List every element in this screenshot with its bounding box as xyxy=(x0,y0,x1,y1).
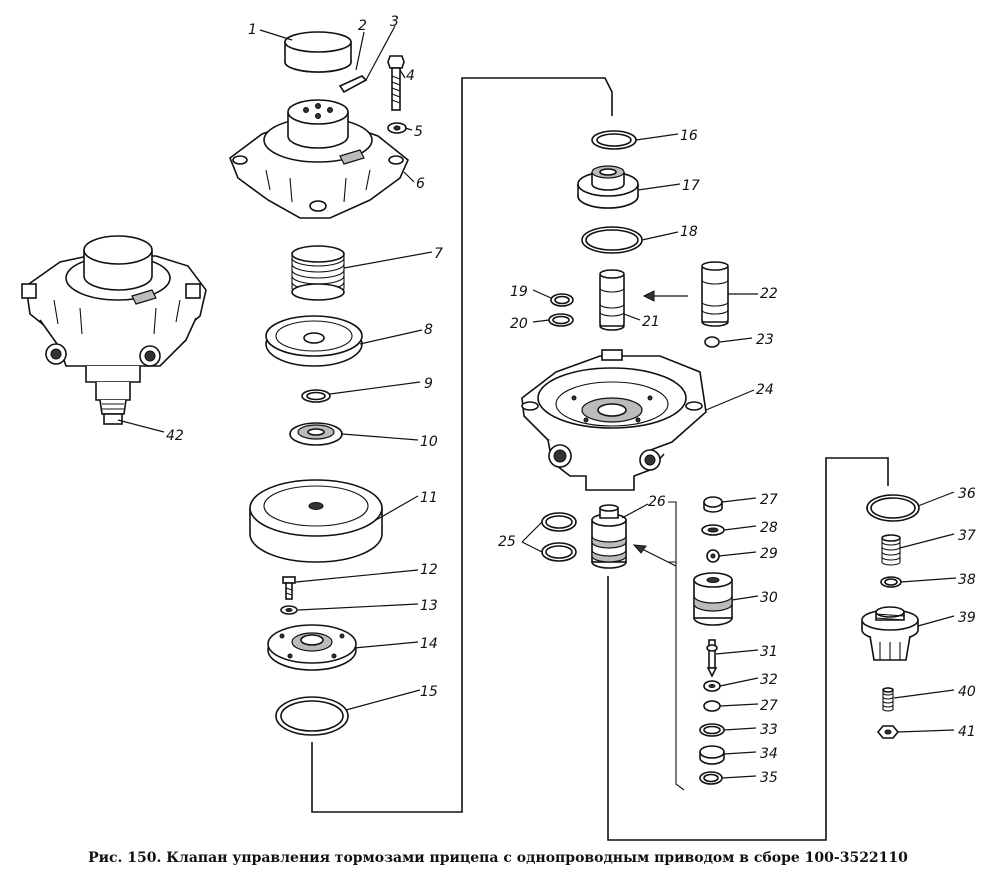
part-41-nut xyxy=(876,725,900,739)
part-5-washer xyxy=(387,122,407,134)
label-27b: 27 xyxy=(760,698,778,714)
label-7: 7 xyxy=(434,246,443,262)
part-25-rings xyxy=(541,512,577,562)
label-19: 19 xyxy=(510,284,528,300)
label-31: 31 xyxy=(760,644,778,660)
figure-caption: Рис. 150. Клапан управления тормозами пр… xyxy=(88,850,908,866)
label-2: 2 xyxy=(358,18,367,34)
label-1: 1 xyxy=(248,22,257,38)
part-3-plate xyxy=(338,75,368,94)
label-21: 21 xyxy=(642,314,660,330)
part-33-ring xyxy=(699,723,725,737)
label-10: 10 xyxy=(420,434,438,450)
leader-lines xyxy=(117,25,957,779)
label-35: 35 xyxy=(760,770,778,786)
part-37-spring xyxy=(881,534,901,566)
part-16-ring xyxy=(591,130,637,150)
part-11-piston xyxy=(249,479,383,563)
label-17: 17 xyxy=(682,178,700,194)
label-11: 11 xyxy=(420,490,438,506)
part-9-ring xyxy=(301,389,331,403)
label-39: 39 xyxy=(958,610,976,626)
label-8: 8 xyxy=(424,322,433,338)
label-37: 37 xyxy=(958,528,976,544)
label-5: 5 xyxy=(414,124,423,140)
part-8-disc xyxy=(265,315,363,367)
label-34: 34 xyxy=(760,746,778,762)
label-4: 4 xyxy=(406,68,415,84)
part-20-ring xyxy=(548,313,574,327)
part-18-ring xyxy=(581,226,643,254)
part-12-screw xyxy=(282,576,296,600)
part-34-cap xyxy=(699,745,725,765)
part-22-plunger xyxy=(701,261,729,327)
label-32: 32 xyxy=(760,672,778,688)
part-29-nut xyxy=(706,549,720,563)
part-36-ring xyxy=(866,494,920,522)
label-18: 18 xyxy=(680,224,698,240)
part-27-cap-top xyxy=(703,496,723,513)
part-17-seat xyxy=(577,165,639,209)
label-12: 12 xyxy=(420,562,438,578)
part-6-cover xyxy=(229,99,409,219)
arrow-21-head xyxy=(642,290,655,302)
label-3: 3 xyxy=(390,14,399,30)
part-14-flange xyxy=(267,624,357,671)
label-14: 14 xyxy=(420,636,438,652)
part-32-ring xyxy=(703,680,721,692)
subassembly-bracket xyxy=(668,501,685,791)
label-36: 36 xyxy=(958,486,976,502)
part-38-ring xyxy=(880,576,902,588)
label-24: 24 xyxy=(756,382,774,398)
subassembly-arrow-line xyxy=(639,547,677,567)
assembly-route-2 xyxy=(607,457,889,841)
label-9: 9 xyxy=(424,376,433,392)
label-16: 16 xyxy=(680,128,698,144)
part-27-cap-bottom xyxy=(703,700,721,712)
label-28: 28 xyxy=(760,520,778,536)
part-number-labels: 1 2 3 4 5 6 7 8 9 10 11 12 13 14 15 16 1… xyxy=(166,14,976,786)
part-40-spring xyxy=(882,687,894,712)
part-39-plug xyxy=(861,606,919,661)
label-30: 30 xyxy=(760,590,778,606)
label-26: 26 xyxy=(648,494,666,510)
label-20: 20 xyxy=(510,316,528,332)
part-21-plunger xyxy=(599,269,625,331)
part-31-pin xyxy=(706,639,718,678)
part-23-ball xyxy=(704,336,720,348)
label-25: 25 xyxy=(498,534,516,550)
part-35-ring xyxy=(699,771,723,785)
part-24-body xyxy=(521,349,707,491)
part-4-bolt xyxy=(387,55,405,111)
label-6: 6 xyxy=(416,176,425,192)
part-1-cap xyxy=(284,31,352,73)
label-38: 38 xyxy=(958,572,976,588)
part-15-oring xyxy=(275,696,349,736)
part-26-cartridge xyxy=(591,504,627,569)
label-15: 15 xyxy=(420,684,438,700)
part-13-washer xyxy=(280,605,298,615)
label-40: 40 xyxy=(958,684,976,700)
subassembly-arrow-head xyxy=(632,544,647,554)
part-28-washer xyxy=(701,524,725,536)
label-23: 23 xyxy=(756,332,774,348)
label-22: 22 xyxy=(760,286,778,302)
label-13: 13 xyxy=(420,598,438,614)
part-10-seal xyxy=(289,422,343,446)
part-30-sleeve xyxy=(693,572,733,626)
label-29: 29 xyxy=(760,546,778,562)
label-41: 41 xyxy=(958,724,976,740)
label-27a: 27 xyxy=(760,492,778,508)
part-42-assembled-valve xyxy=(21,235,207,425)
label-33: 33 xyxy=(760,722,778,738)
assembly-route-1 xyxy=(311,77,613,813)
part-7-spring xyxy=(291,245,345,301)
part-19-ring xyxy=(550,293,574,307)
label-42: 42 xyxy=(166,428,184,444)
